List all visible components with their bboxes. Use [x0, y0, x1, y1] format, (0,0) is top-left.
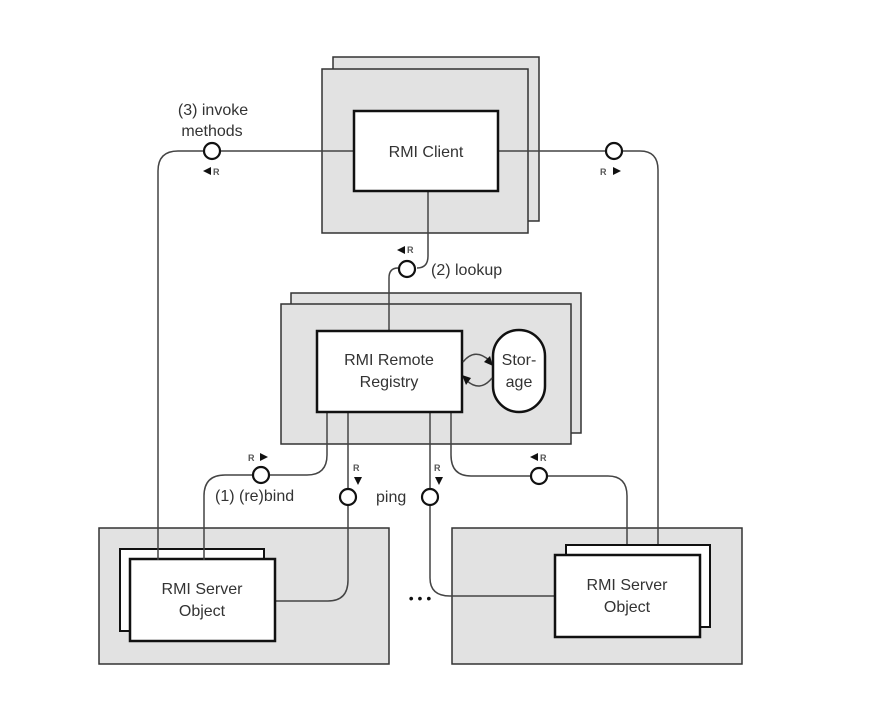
port-invoke-right-marker: R: [600, 167, 607, 177]
edge-label-invoke-line2: methods: [181, 123, 242, 140]
storage-read-arrow: [465, 377, 493, 387]
storage-label-line2: age: [506, 374, 533, 391]
port-rebind-right-arrow-icon: [530, 453, 538, 461]
rmi-registry-box: [315, 329, 464, 414]
port-invoke-left-arrow-icon: [203, 167, 211, 175]
port-invoke-right: [604, 141, 624, 161]
port-rebind-right: [529, 466, 549, 486]
port-ping-arrow-icon: [435, 477, 443, 485]
storage-box: [491, 328, 547, 414]
port-invoke-left-marker: R: [213, 167, 220, 177]
port-lookup-marker: R: [407, 245, 414, 255]
port-invoke-left: [202, 141, 222, 161]
wire-invoke-right-b: [623, 150, 659, 548]
server-right-label-line1: RMI Server: [587, 577, 669, 594]
server-left-label-line2: Object: [179, 603, 226, 620]
server-right-box: [553, 553, 702, 639]
server-left-label-line1: RMI Server: [162, 581, 244, 598]
server-left-box: [128, 557, 277, 643]
storage-write-arrowhead-icon: [484, 356, 493, 366]
port-lookup-arrow-icon: [397, 246, 405, 254]
edge-label-lookup: (2) lookup: [431, 262, 502, 279]
wire-lookup-a: [416, 190, 429, 269]
rmi-client-box: [352, 109, 500, 193]
port-invoke-right-arrow-icon: [613, 167, 621, 175]
edge-label-invoke-line1: (3) invoke: [178, 102, 248, 119]
wire-rebind-right-b: [548, 475, 628, 548]
wire-ping-b: [429, 506, 556, 597]
wire-invoke-left-b: [157, 150, 203, 560]
wire-rebind-right-a: [450, 411, 530, 477]
more-servers-ellipsis: • • •: [409, 590, 432, 606]
storage-read-arrowhead-icon: [462, 375, 471, 385]
port-lookup: [397, 259, 417, 279]
rmi-client-label: RMI Client: [389, 144, 464, 161]
rmi-registry-label-line2: Registry: [360, 374, 419, 391]
port-rebind-left-marker: R: [248, 453, 255, 463]
port-ping: [420, 487, 440, 507]
rmi-registry-label-line1: RMI Remote: [344, 352, 434, 369]
wire-registry-server-left-b: [276, 506, 349, 602]
wire-lookup-b: [388, 267, 399, 331]
port-server-left-callback: [338, 487, 358, 507]
server-right-label-line2: Object: [604, 599, 651, 616]
port-server-left-callback-marker: R: [353, 463, 360, 473]
port-rebind-right-marker: R: [540, 453, 547, 463]
port-server-left-callback-arrow-icon: [354, 477, 362, 485]
wire-rebind-b: [203, 474, 252, 560]
edge-label-rebind: (1) (re)bind: [215, 488, 294, 505]
storage-label-line1: Stor-: [502, 352, 537, 369]
port-rebind-left-arrow-icon: [260, 453, 268, 461]
port-rebind-left: [251, 465, 271, 485]
port-ping-marker: R: [434, 463, 441, 473]
client-host: [321, 56, 540, 234]
wire-rebind-a: [270, 411, 328, 476]
edge-label-ping: ping: [376, 489, 406, 506]
